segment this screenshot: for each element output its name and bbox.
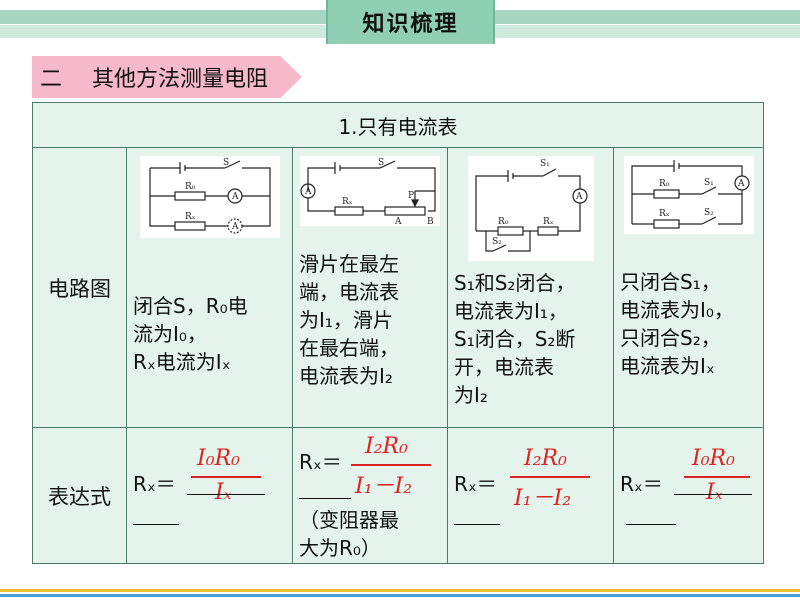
desc-line: 开，电流表 (454, 355, 554, 379)
expr-numerator: I₂R₀ (524, 446, 567, 471)
c3-r0-label: R₀ (498, 217, 509, 227)
table-heading: 1.只有电流表 (31, 102, 765, 148)
bottom-stripe-blue (0, 594, 800, 597)
c2-p-label: P (408, 191, 414, 201)
case-2-expression: Rₓ＝ I₂R₀ I₁－I₂ （变阻器最 大为R₀） (292, 427, 448, 564)
c1-meter2-label: A (231, 222, 239, 232)
expr-denominator: Iₓ (215, 480, 232, 505)
desc-line: Rₓ电流为Iₓ (133, 350, 231, 374)
fraction-bar (191, 476, 261, 478)
case-2-circuit-cell: S A Rₓ P A B 滑片在最左 端，电流表 为I₁，滑片 在最右端， 电流… (292, 147, 448, 428)
c4-rx-label: Rₓ (659, 209, 670, 219)
expr-denominator: Iₓ (706, 480, 723, 505)
desc-line: 电流表为Iₓ (620, 354, 715, 378)
c4-meter-label: A (737, 179, 745, 189)
section-number: 二 (40, 67, 63, 92)
case-2-description: 滑片在最左 端，电流表 为I₁，滑片 在最右端， 电流表为I₂ (293, 246, 447, 390)
circuit-diagram-4: R₀ Rₓ S₁ S₂ A (623, 156, 754, 234)
answer-underline (454, 524, 500, 525)
expr-numerator: I₂R₀ (365, 434, 408, 459)
desc-line: 只闭合S₂， (620, 326, 721, 350)
c3-rx-label: Rₓ (543, 217, 554, 227)
row-label-circuit: 电路图 (32, 147, 127, 428)
c4-s2-label: S₂ (704, 208, 714, 218)
expr-prefix: Rₓ＝ (133, 472, 176, 496)
desc-line: 闭合S，R₀电 (133, 294, 248, 318)
desc-line: 只闭合S₁， (620, 270, 721, 294)
case-1-expression: Rₓ＝ I₀R₀ Iₓ (126, 427, 293, 564)
c1-switch-label: S (223, 158, 229, 168)
fraction-bar (510, 476, 590, 478)
c2-meter-label: A (304, 187, 312, 197)
case-4-description: 只闭合S₁， 电流表为I₀， 只闭合S₂， 电流表为Iₓ (614, 264, 763, 380)
desc-line: 为I₂ (454, 383, 488, 407)
case-2-note: （变阻器最 大为R₀） (299, 506, 399, 562)
case-3-expression: Rₓ＝ I₂R₀ I₁－I₂ (447, 427, 614, 564)
circuit-diagram-1: S R₀ Rₓ A A (139, 156, 280, 238)
section-banner: 二 其他方法测量电阻 (32, 56, 302, 98)
case-3-circuit-cell: S₁ R₀ Rₓ A S₂ S₁和S₂闭合， 电流表为I₁， S₁闭合，S₂断 … (447, 147, 614, 428)
c1-meter1-label: A (231, 192, 239, 202)
desc-line: S₁和S₂闭合， (454, 271, 576, 295)
expr-denominator: I₁－I₂ (355, 474, 413, 499)
case-3-description: S₁和S₂闭合， 电流表为I₁， S₁闭合，S₂断 开，电流表 为I₂ (448, 265, 613, 409)
c3-s1-label: S₁ (540, 159, 550, 169)
method-table: 1.只有电流表 电路图 S (31, 102, 765, 564)
page-title: 知识梳理 (326, 0, 495, 44)
answer-underline (626, 524, 676, 525)
expr-numerator: I₀R₀ (692, 446, 735, 471)
desc-line: 在最右端， (299, 336, 399, 360)
answer-underline (299, 498, 351, 499)
expr-prefix: Rₓ＝ (620, 472, 663, 496)
desc-line: 滑片在最左 (299, 252, 399, 276)
desc-line: 电流表为I₂ (299, 364, 393, 388)
case-4-circuit-cell: R₀ Rₓ S₁ S₂ A 只闭合S₁， 电流表为I₀， 只闭合S₂， 电流表为… (612, 147, 765, 428)
note-line: 大为R₀） (299, 536, 381, 560)
row-label-expression: 表达式 (32, 427, 127, 564)
case-1-description: 闭合S，R₀电 流为I₀， Rₓ电流为Iₓ (127, 288, 292, 376)
c2-switch-label: S (378, 158, 384, 168)
circuit-diagram-3: S₁ R₀ Rₓ A S₂ (467, 156, 594, 261)
desc-line: 电流表为I₁， (454, 299, 568, 323)
c1-r0-label: R₀ (185, 182, 196, 192)
c4-s1-label: S₁ (704, 178, 714, 188)
expr-prefix: Rₓ＝ (454, 472, 497, 496)
c1-rx-label: Rₓ (185, 212, 196, 222)
c2-rx-label: Rₓ (342, 197, 353, 207)
expr-numerator: I₀R₀ (197, 446, 240, 471)
bottom-stripe-yellow (0, 589, 800, 592)
desc-line: 流为I₀， (133, 322, 207, 346)
c2-b-label: B (427, 217, 434, 226)
case-1-circuit-cell: S R₀ Rₓ A A 闭合S，R₀电 流为I₀， Rₓ电流为Iₓ (126, 147, 293, 428)
case-4-expression: Rₓ＝ I₀R₀ Iₓ (612, 427, 765, 564)
c4-r0-label: R₀ (659, 179, 670, 189)
answer-underline (133, 524, 179, 525)
answer-underline (674, 494, 752, 495)
top-bar: 知识梳理 (0, 0, 800, 46)
desc-line: 电流表为I₀， (620, 298, 734, 322)
desc-line: 为I₁，滑片 (299, 308, 393, 332)
answer-underline (187, 494, 265, 495)
circuit-diagram-2: S A Rₓ P A B (300, 156, 440, 226)
section-title: 其他方法测量电阻 (92, 67, 269, 92)
expr-denominator: I₁－I₂ (514, 486, 572, 511)
desc-line: S₁闭合，S₂断 (454, 327, 576, 351)
c3-s2-label: S₂ (492, 237, 502, 247)
desc-line: 端，电流表 (299, 280, 399, 304)
note-line: （变阻器最 (299, 508, 399, 532)
c2-a-label: A (394, 217, 402, 226)
fraction-bar (351, 464, 431, 466)
c3-meter-label: A (575, 192, 583, 202)
fraction-bar (684, 476, 750, 478)
expr-prefix: Rₓ＝ (299, 450, 342, 474)
